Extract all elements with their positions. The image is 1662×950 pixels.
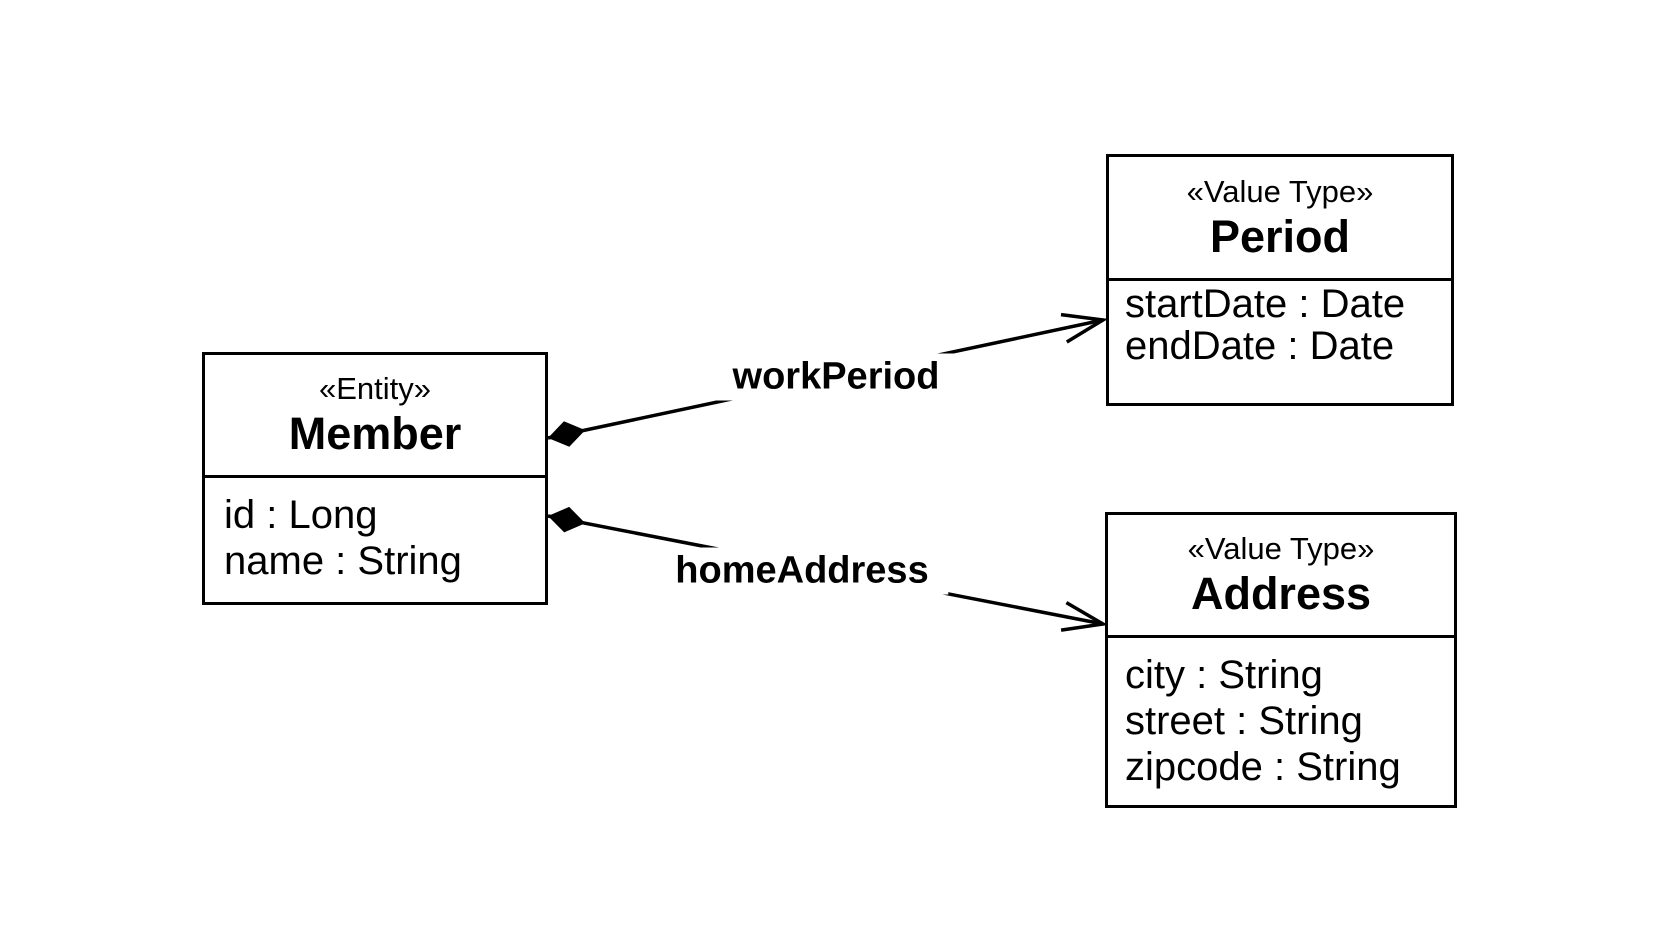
edge-label-homeaddress: homeAddress — [655, 547, 949, 595]
class-stereotype: «Entity» — [318, 371, 431, 406]
class-box-address: «Value Type» Address city : String stree… — [1105, 512, 1457, 808]
class-attribute: zipcode : String — [1125, 745, 1401, 789]
class-attributes-compartment: id : Long name : String — [205, 478, 545, 584]
open-arrowhead-icon — [1060, 312, 1109, 344]
class-attribute: startDate : Date — [1125, 282, 1406, 326]
class-stereotype: «Value Type» — [1186, 173, 1374, 209]
class-box-period: «Value Type» Period startDate : Date end… — [1106, 154, 1454, 406]
class-title-compartment: «Entity» Member — [205, 355, 545, 478]
composition-diamond-icon — [548, 421, 586, 447]
class-name: Period — [1209, 210, 1351, 262]
class-attribute: endDate : Date — [1125, 324, 1395, 368]
open-arrowhead-icon — [1060, 601, 1109, 632]
class-attribute: name : String — [224, 539, 462, 583]
class-name: Member — [288, 408, 462, 459]
class-attribute: street : String — [1125, 699, 1363, 743]
class-name: Address — [1190, 568, 1372, 619]
class-stereotype: «Value Type» — [1187, 531, 1375, 566]
class-attributes-compartment: city : String street : String zipcode : … — [1108, 638, 1454, 790]
class-title-compartment: «Value Type» Address — [1108, 515, 1454, 638]
class-attribute: city : String — [1125, 653, 1323, 697]
class-title-compartment: «Value Type» Period — [1109, 157, 1451, 281]
class-attributes-compartment: startDate : Date endDate : Date — [1109, 281, 1451, 367]
edge-label-workperiod: workPeriod — [712, 353, 960, 401]
class-box-member: «Entity» Member id : Long name : String — [202, 352, 548, 605]
composition-diamond-icon — [548, 506, 586, 533]
class-attribute: id : Long — [224, 493, 378, 537]
